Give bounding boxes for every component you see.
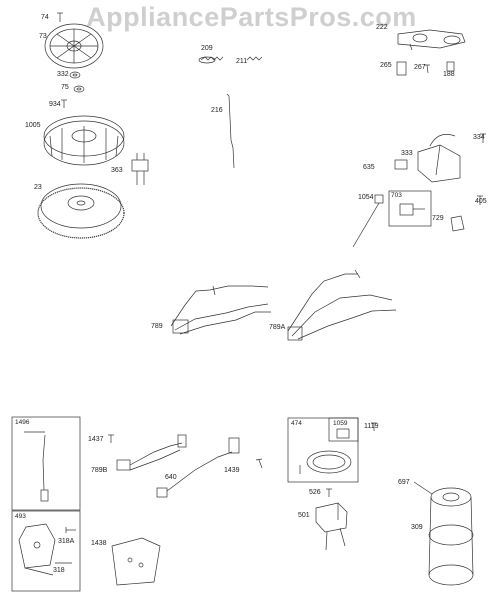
label-265: 265 [380, 62, 392, 69]
part-73-rotating-screen[interactable] [44, 23, 104, 69]
part-216-link[interactable] [226, 93, 235, 169]
part-209-spring[interactable] [198, 56, 224, 64]
part-1119-screw[interactable] [371, 422, 377, 431]
part-789B-harness[interactable] [116, 434, 187, 471]
part-334-screw[interactable] [480, 133, 486, 143]
label-729: 729 [432, 215, 444, 222]
part-363-bracket[interactable] [131, 153, 149, 185]
label-73: 73 [39, 33, 47, 40]
label-934: 934 [49, 101, 61, 108]
label-474: 474 [291, 420, 302, 427]
label-1439: 1439 [224, 467, 240, 474]
part-405-screw[interactable] [477, 195, 483, 205]
label-1119: 1119 [364, 423, 379, 430]
part-1438-module[interactable] [111, 537, 161, 586]
part-1439-screw[interactable] [255, 458, 263, 469]
part-703-box[interactable] [388, 190, 432, 227]
watermark: AppliancePartsPros.com [86, 2, 417, 32]
label-697: 697 [398, 479, 410, 486]
part-789A-harness[interactable] [287, 269, 397, 341]
label-1437: 1437 [88, 436, 104, 443]
label-789B: 789B [91, 467, 108, 474]
label-209: 209 [201, 45, 213, 52]
label-211: 211 [236, 58, 248, 65]
part-493-box[interactable] [11, 510, 81, 592]
label-267: 267 [414, 64, 426, 71]
part-501-rectifier[interactable] [315, 502, 348, 551]
label-318A: 318A [58, 538, 75, 545]
label-74: 74 [41, 14, 49, 21]
label-635: 635 [363, 164, 375, 171]
part-1059-box[interactable] [328, 417, 359, 442]
part-211-spring[interactable] [246, 56, 263, 61]
part-1005-fan[interactable] [43, 115, 125, 166]
part-309-starter-motor[interactable] [428, 487, 474, 586]
part-318A-screw[interactable] [65, 527, 76, 533]
part-934-screw[interactable] [61, 99, 67, 108]
part-526-screw[interactable] [326, 488, 332, 497]
label-501: 501 [298, 512, 310, 519]
label-789A: 789A [269, 324, 286, 331]
label-332: 332 [57, 71, 69, 78]
part-332-nut[interactable] [69, 71, 81, 79]
label-1054: 1054 [358, 194, 374, 201]
part-222-carburetor[interactable] [397, 29, 466, 51]
label-23: 23 [34, 184, 42, 191]
part-267-screw[interactable] [424, 64, 430, 74]
part-1496-box[interactable] [11, 416, 81, 511]
label-75: 75 [61, 84, 69, 91]
part-188-plug[interactable] [446, 61, 455, 72]
part-75-washer[interactable] [73, 85, 85, 93]
label-318: 318 [53, 567, 65, 574]
label-1005: 1005 [25, 122, 41, 129]
label-363: 363 [111, 167, 123, 174]
part-729-terminal[interactable] [450, 215, 465, 232]
part-640-harness[interactable] [156, 437, 240, 498]
label-216: 216 [211, 107, 223, 114]
label-526: 526 [309, 489, 321, 496]
label-222: 222 [376, 24, 388, 31]
label-333: 333 [401, 150, 413, 157]
label-309: 309 [411, 524, 423, 531]
label-1496: 1496 [15, 419, 30, 426]
label-1059: 1059 [333, 420, 348, 427]
label-703: 703 [391, 192, 402, 199]
part-265-filter[interactable] [396, 61, 407, 76]
part-697-bolt[interactable] [413, 481, 433, 495]
part-474-box[interactable] [287, 417, 359, 483]
part-789-harness[interactable] [170, 285, 271, 335]
label-640: 640 [165, 474, 177, 481]
label-789: 789 [151, 323, 163, 330]
part-74-screw[interactable] [57, 12, 63, 22]
part-635-boot[interactable] [394, 159, 408, 170]
label-493: 493 [15, 513, 26, 520]
label-334: 334 [473, 134, 485, 141]
part-333-armature[interactable] [417, 134, 461, 183]
label-1438: 1438 [91, 540, 107, 547]
part-1437-screw[interactable] [108, 434, 114, 443]
label-188: 188 [443, 71, 455, 78]
label-405: 405 [475, 198, 487, 205]
part-1054-cable-tie[interactable] [352, 194, 384, 248]
part-23-flywheel[interactable] [37, 183, 125, 239]
